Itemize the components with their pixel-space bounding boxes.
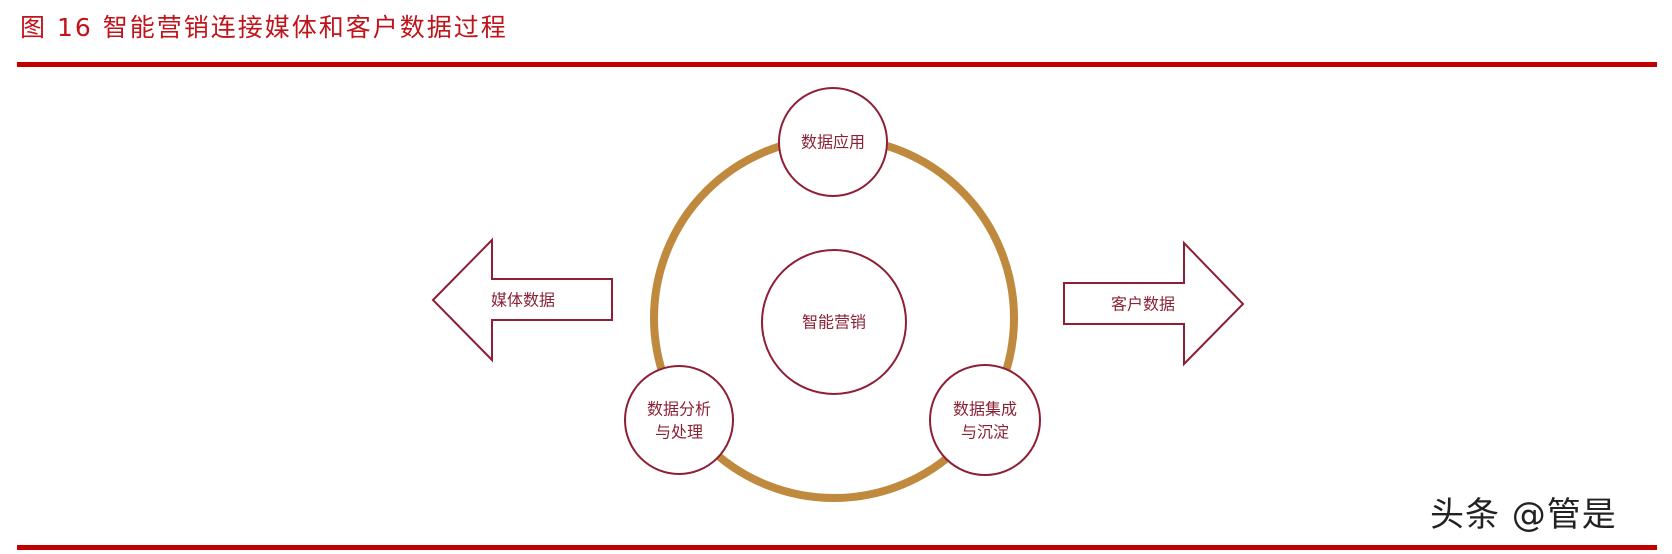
node-data-integration: 数据集成 与沉淀: [929, 364, 1041, 476]
arrow-right-label: 客户数据: [1111, 295, 1175, 314]
node-bottom-right-label-line2: 与沉淀: [961, 423, 1009, 442]
node-top-label: 数据应用: [801, 133, 865, 152]
top-divider: [17, 62, 1657, 67]
node-data-analysis: 数据分析 与处理: [624, 365, 734, 475]
left-arrow-media-data: 媒体数据: [431, 237, 613, 363]
arrow-right-icon: [1063, 240, 1245, 367]
node-bottom-left-label-line2: 与处理: [655, 423, 703, 442]
node-data-application: 数据应用: [778, 87, 888, 197]
arrow-left-label: 媒体数据: [491, 291, 555, 310]
node-bottom-left-label-line1: 数据分析: [647, 400, 711, 419]
figure-title: 图 16 智能营销连接媒体和客户数据过程: [20, 13, 508, 42]
arrow-left-icon: [431, 237, 613, 363]
right-arrow-customer-data: 客户数据: [1063, 240, 1245, 367]
center-node: 智能营销: [761, 249, 907, 395]
node-bottom-right-label-line1: 数据集成: [953, 400, 1017, 419]
bottom-divider: [17, 545, 1657, 550]
center-node-label: 智能营销: [802, 313, 866, 332]
watermark: 头条 @管是: [1430, 495, 1617, 535]
